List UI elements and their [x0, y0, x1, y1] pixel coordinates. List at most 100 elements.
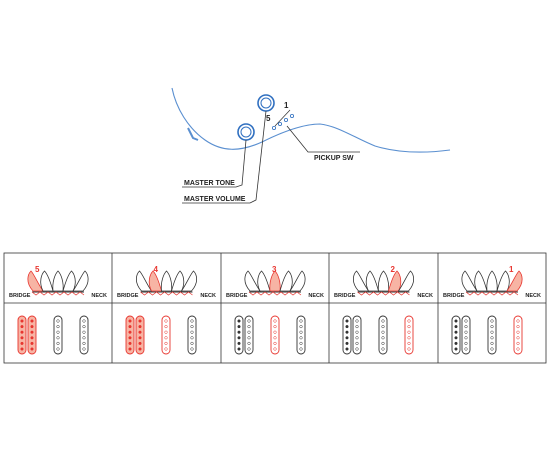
master-volume-knob[interactable] — [257, 94, 275, 112]
pole-piece — [247, 330, 251, 334]
switch-blade — [257, 270, 271, 292]
neck-label: NECK — [200, 293, 216, 299]
position-number: 1 — [509, 265, 514, 274]
pole-piece — [381, 336, 385, 340]
pole-piece — [128, 325, 132, 329]
pole-piece — [355, 330, 359, 334]
pole-piece — [56, 341, 60, 345]
pole-piece — [273, 336, 277, 340]
pole-piece — [190, 341, 194, 345]
master-tone-callout — [182, 139, 247, 188]
pole-piece — [30, 330, 34, 334]
switch-blade — [486, 270, 498, 292]
pole-piece — [490, 330, 494, 334]
middle-pickup — [378, 315, 388, 355]
switch-detent-line — [140, 291, 193, 296]
pole-piece — [454, 330, 458, 334]
pickup-switch[interactable] — [271, 109, 294, 131]
pole-piece — [247, 341, 251, 345]
pole-piece — [128, 330, 132, 334]
switch-blade-selected — [506, 270, 523, 292]
pole-piece — [56, 330, 60, 334]
switch-blade-selected — [148, 270, 163, 292]
pole-piece — [30, 325, 34, 329]
pole-piece — [82, 325, 86, 329]
bridge-label: BRIDGE — [9, 293, 31, 299]
pole-piece — [345, 319, 349, 323]
pole-piece — [299, 330, 303, 334]
pole-piece — [190, 347, 194, 351]
master-volume-label: MASTER VOLUME — [184, 196, 246, 203]
pole-piece — [20, 347, 24, 351]
pole-piece — [516, 336, 520, 340]
bridge-humbucker-coil — [234, 315, 244, 355]
pole-piece — [82, 341, 86, 345]
position-number: 4 — [154, 265, 159, 274]
pole-piece — [464, 319, 468, 323]
pole-piece — [355, 319, 359, 323]
pole-piece — [273, 347, 277, 351]
pole-piece — [237, 325, 241, 329]
switch-blade — [377, 270, 390, 292]
bridge-humbucker-coil — [461, 315, 471, 355]
pole-piece — [516, 341, 520, 345]
pole-piece — [299, 325, 303, 329]
pole-piece — [299, 347, 303, 351]
neck-label: NECK — [417, 293, 433, 299]
neck-label: NECK — [91, 293, 107, 299]
switch-blade — [352, 270, 370, 292]
pole-piece — [190, 325, 194, 329]
pole-piece — [273, 319, 277, 323]
pole-piece — [490, 336, 494, 340]
pole-piece — [237, 319, 241, 323]
pole-piece — [490, 319, 494, 323]
pole-piece — [345, 347, 349, 351]
switch-blade — [289, 270, 306, 292]
pole-piece — [454, 341, 458, 345]
neck-label: NECK — [525, 293, 541, 299]
pole-piece — [247, 325, 251, 329]
switch-detent-line — [465, 291, 519, 296]
pole-piece — [20, 330, 24, 334]
pole-piece — [464, 341, 468, 345]
guitar-body-outline — [171, 87, 451, 153]
pole-piece — [164, 330, 168, 334]
pole-piece — [30, 336, 34, 340]
switch-blade — [72, 270, 89, 292]
pole-piece — [190, 336, 194, 340]
switch-blade-selected — [387, 270, 402, 292]
neck-label: NECK — [308, 293, 324, 299]
pole-piece — [490, 347, 494, 351]
pole-piece — [30, 319, 34, 323]
master-tone-knob[interactable] — [237, 123, 255, 141]
switch-position-5-label: 5 — [266, 114, 271, 123]
pole-piece — [128, 336, 132, 340]
pole-piece — [464, 330, 468, 334]
pole-piece — [56, 319, 60, 323]
middle-pickup — [270, 315, 280, 355]
switch-blade-selected — [269, 270, 281, 292]
pole-piece — [407, 341, 411, 345]
pole-piece — [381, 325, 385, 329]
neck-pickup — [404, 315, 414, 355]
bridge-label: BRIDGE — [117, 293, 139, 299]
middle-pickup — [53, 315, 63, 355]
pole-piece — [407, 325, 411, 329]
pole-piece — [56, 347, 60, 351]
pole-piece — [164, 319, 168, 323]
pole-piece — [30, 341, 34, 345]
pole-piece — [164, 325, 168, 329]
pole-piece — [454, 325, 458, 329]
pole-piece — [464, 347, 468, 351]
pole-piece — [237, 330, 241, 334]
position-number: 5 — [35, 265, 40, 274]
switch-blade — [40, 270, 54, 292]
pole-piece — [345, 341, 349, 345]
bridge-label: BRIDGE — [443, 293, 465, 299]
pickup-switch-callout — [286, 125, 360, 153]
switch-blade — [365, 270, 380, 292]
bridge-humbucker-coil — [125, 315, 135, 355]
